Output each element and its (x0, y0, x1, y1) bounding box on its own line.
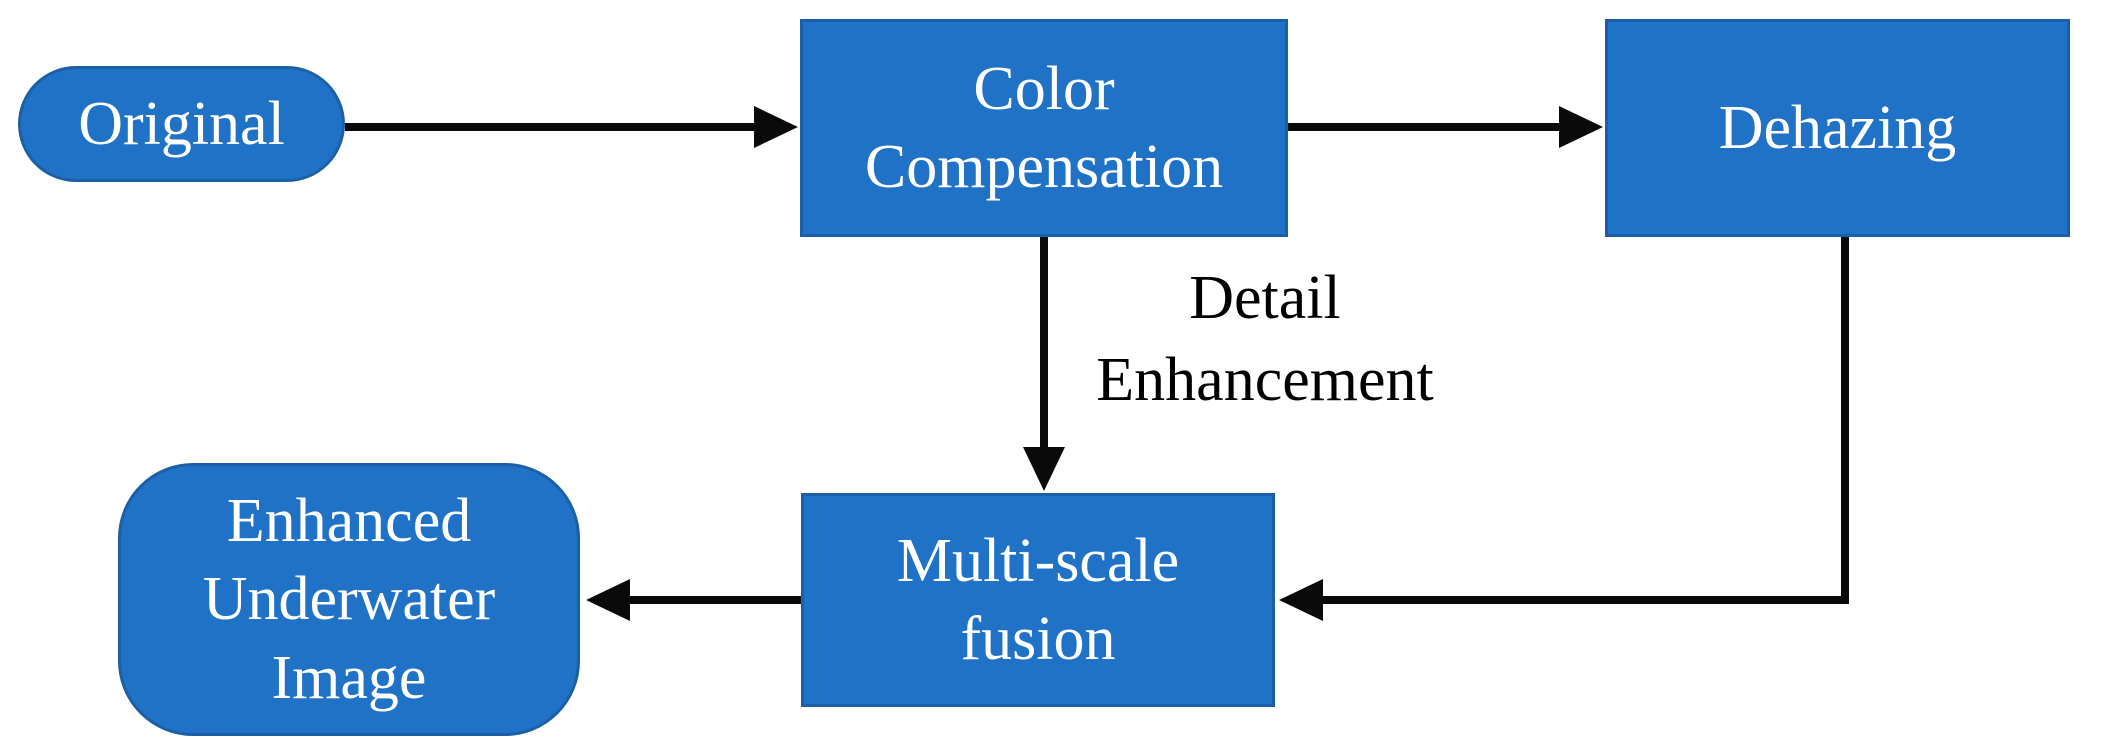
node-multiscale-fusion: Multi-scale fusion (801, 493, 1275, 707)
arrowhead-right-icon (754, 106, 798, 148)
edge-dehazing-to-multiscale-fusion (1279, 237, 1849, 621)
node-enhanced-output: Enhanced Underwater Image (118, 463, 580, 736)
node-color-compensation-label: Color Compensation (864, 54, 1224, 201)
node-enhanced-output-label: Enhanced Underwater Image (202, 487, 496, 712)
edge-color-compensation-to-multiscale-fusion (1023, 237, 1065, 491)
edge-line-dehazing-to-multiscale-fusion (1321, 237, 1849, 604)
arrowhead-down-icon (1023, 447, 1065, 491)
edge-original-to-color-compensation (345, 106, 798, 148)
node-multiscale-fusion-label: Multi-scale fusion (896, 526, 1180, 673)
edge-color-compensation-to-dehazing (1288, 106, 1603, 148)
node-dehazing-label: Dehazing (1718, 93, 1957, 162)
arrowhead-left-icon (586, 579, 630, 621)
node-color-compensation: Color Compensation (800, 19, 1288, 237)
arrowhead-right-icon (1559, 106, 1603, 148)
arrowhead-left-icon (1279, 579, 1323, 621)
edge-label-detail-enhancement: Detail Enhancement (1096, 264, 1434, 414)
edge-multiscale-fusion-to-enhanced-output (586, 579, 801, 621)
node-original-label: Original (78, 89, 285, 158)
node-dehazing: Dehazing (1605, 19, 2070, 237)
node-original: Original (18, 66, 345, 182)
